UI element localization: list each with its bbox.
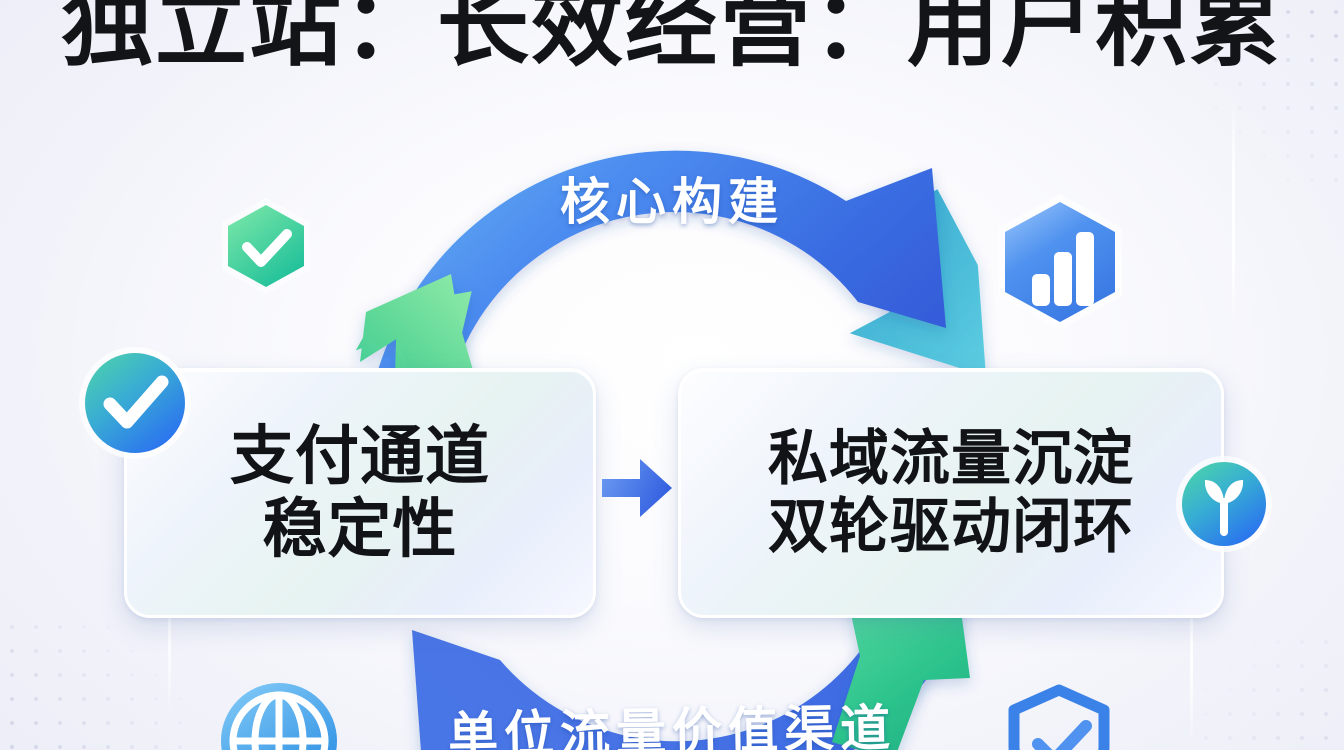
arc-bottom-blue [412, 492, 989, 750]
arc-top-blue [364, 150, 946, 470]
hex-bar-chart-icon [998, 194, 1122, 330]
card-line: 私域流量沉淀 [768, 424, 1134, 492]
payment-channel-card[interactable]: 支付通道 稳定性 [124, 368, 596, 618]
card-line: 稳定性 [262, 493, 458, 565]
connector-arrow-right-icon [602, 459, 672, 517]
globe-icon [221, 683, 337, 750]
check-circle-icon [79, 347, 191, 459]
arrow-green-down [832, 600, 970, 750]
guide-line-right [1232, 100, 1235, 330]
hex-check-icon [222, 198, 310, 294]
private-traffic-card[interactable]: 私域流量沉淀 双轮驱动闭环 [678, 368, 1224, 618]
cycle-diagram [355, 150, 989, 750]
card-line: 支付通道 [230, 420, 490, 493]
card-line: 双轮驱动闭环 [768, 493, 1134, 560]
dot-grid-bottom-right [1194, 630, 1344, 750]
page-title: 独立站：长效经营：用户积累 [60, 0, 1283, 77]
dot-grid-bottom-left [0, 615, 190, 750]
shield-check-icon [1008, 684, 1110, 750]
sprout-circle-icon [1176, 456, 1272, 552]
